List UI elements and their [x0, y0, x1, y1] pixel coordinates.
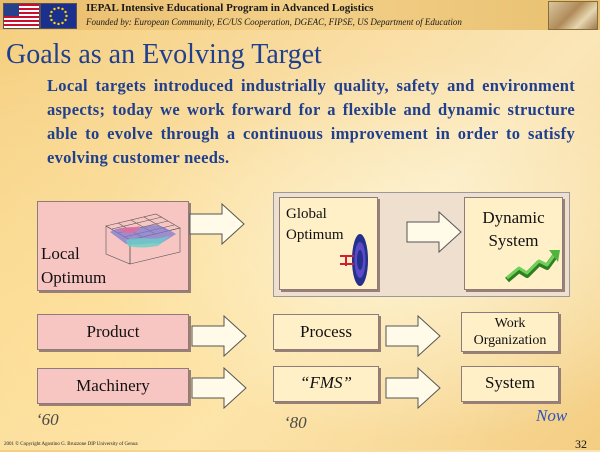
local-optimum-box: Local Optimum [37, 201, 189, 291]
surface-plot-icon [105, 213, 181, 265]
copyright-footer: 2001 © Copyright Agostino G. Bruzzone DI… [4, 442, 138, 447]
process-box: Process [273, 314, 379, 350]
arrow-fms-to-system [384, 366, 442, 415]
product-label: Product [86, 322, 140, 341]
right-arrow-icon [189, 202, 245, 246]
era-now-label: Now [536, 406, 568, 425]
arrow-product-to-process [190, 314, 248, 363]
process-label: Process [300, 322, 352, 341]
right-arrow-icon [385, 366, 441, 410]
growth-arrow-icon [505, 250, 560, 283]
machinery-label: Machinery [76, 376, 150, 395]
arrow-process-to-work [384, 314, 442, 363]
fms-label: “FMS” [300, 373, 352, 392]
us-flag-icon [3, 3, 40, 29]
global-optimum-label: Global Optimum [286, 206, 344, 243]
dynamic-system-box: Dynamic System [464, 197, 563, 290]
right-arrow-icon [406, 210, 462, 254]
system-label: System [484, 373, 536, 392]
era-60-label: ‘60 [36, 410, 59, 429]
arrow-global-to-dynamic [405, 210, 463, 259]
arrow-machinery-to-fms [190, 366, 248, 415]
right-arrow-icon [385, 314, 441, 358]
global-optimum-box: Global Optimum [279, 197, 378, 290]
header-bar [0, 0, 600, 30]
eu-flag-icon [40, 3, 77, 29]
header-artwork [548, 1, 598, 30]
right-arrow-icon [191, 314, 247, 358]
program-funders: Founded by: European Community, EC/US Co… [86, 17, 462, 27]
local-optimum-label: Local Optimum [41, 244, 107, 287]
right-arrow-icon [191, 366, 247, 410]
program-title: IEPAL Intensive Educational Program in A… [86, 2, 374, 14]
fms-box: “FMS” [273, 366, 379, 402]
page-title: Goals as an Evolving Target [6, 39, 322, 70]
system-box: System [461, 366, 559, 402]
dynamic-system-label: Dynamic System [482, 208, 545, 250]
machinery-box: Machinery [37, 368, 189, 404]
intro-paragraph: Local targets introduced industrially qu… [47, 76, 575, 167]
product-box: Product [37, 314, 189, 350]
arrow-local-to-global [188, 202, 246, 251]
era-80-label: ‘80 [284, 413, 307, 432]
work-organization-label: Work Organization [473, 316, 547, 348]
target-icon [340, 234, 368, 286]
work-organization-box: Work Organization [461, 312, 559, 352]
page-number: 32 [575, 437, 587, 451]
